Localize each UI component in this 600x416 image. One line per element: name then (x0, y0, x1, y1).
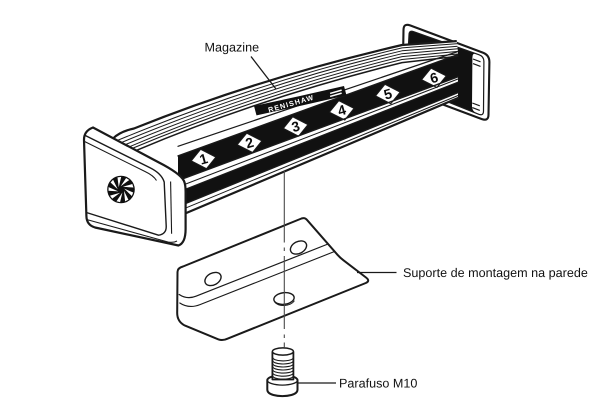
bar-line-bandbot (177, 76, 459, 182)
brand-logo-ray (110, 192, 121, 199)
screw-thread (272, 375, 294, 380)
end-cap-left-face-edge (83, 134, 167, 236)
bar-line-botin (177, 95, 459, 212)
bar-line-lbandb (177, 91, 459, 208)
brand-logo-ray (120, 178, 130, 187)
bracket-fillet-line (179, 250, 336, 307)
brand-logo-ray (124, 188, 134, 196)
slot-tile-5 (374, 83, 401, 105)
screw-head-top (266, 380, 299, 386)
screw-thread (272, 360, 294, 365)
brand-logo-ray (108, 187, 119, 192)
magazine-label: Magazine (205, 41, 260, 55)
brand-label-strip (254, 86, 347, 116)
screw (266, 347, 299, 398)
bracket-label: Suporte de montagem na parede (403, 266, 588, 280)
screw-thread (272, 372, 294, 377)
bar-line-lband (177, 81, 459, 193)
brand-subtext-bar (329, 89, 342, 95)
mounting-bracket (176, 217, 370, 342)
slot-tile-2 (236, 132, 263, 154)
bar-line-ribend (135, 55, 459, 152)
bracket-fold-line (178, 243, 329, 299)
slot-tile-1 (190, 148, 217, 170)
end-cap-left (82, 126, 187, 247)
slot-tile-6 (421, 67, 447, 89)
screw-thread (272, 363, 294, 368)
screw-label: Parafuso M10 (339, 377, 417, 391)
brand-subtext-bar (329, 92, 342, 98)
lower-band (178, 82, 458, 207)
end-cap-right-tick (472, 63, 481, 67)
end-cap-left-edge-line (170, 181, 173, 234)
labels: Magazine Suporte de montagem na parede P… (205, 41, 588, 391)
bracket-outline (176, 217, 370, 342)
brand-logo-ray (117, 176, 122, 188)
magazine-body: 1 2 3 4 5 6 RENISHAW (111, 39, 460, 218)
screw-thread (272, 357, 294, 362)
screw-thread (272, 369, 294, 374)
bar-line-bandtop (177, 53, 459, 157)
end-cap-left-body (82, 126, 187, 247)
end-cap-left-chamfer-top (84, 141, 157, 181)
end-cap-right-wall (472, 53, 484, 115)
slot-tile-4 (328, 100, 355, 121)
magazine-leader-line (250, 56, 277, 90)
brand-logo-ray (116, 192, 123, 203)
bar-line-rib4 (128, 50, 459, 148)
bar-line-back (111, 39, 460, 140)
bar-line-rib1 (116, 43, 459, 142)
bar-line-rib2 (120, 45, 459, 144)
bracket-hole-right (289, 240, 308, 255)
screw-thread (272, 366, 294, 371)
end-cap-right-recess-line (405, 30, 485, 116)
bar-line-bot (176, 96, 460, 218)
end-cap-right-tick (472, 102, 481, 107)
end-cap-right-tick (472, 107, 481, 111)
bracket-hole-left (204, 271, 222, 287)
bar-line-rib3 (124, 48, 459, 146)
brand-logo-ray (110, 179, 118, 190)
end-cap-left-bevel-line (86, 218, 178, 243)
bar-line-rib5 (131, 53, 459, 150)
end-cap-right-tick (472, 58, 481, 63)
slot-tile-3 (282, 116, 309, 137)
screw-shank-top (271, 347, 295, 356)
brand-logo-ray (122, 184, 134, 188)
brand-logo-ray (124, 190, 129, 202)
bar-line-lip (177, 78, 459, 188)
